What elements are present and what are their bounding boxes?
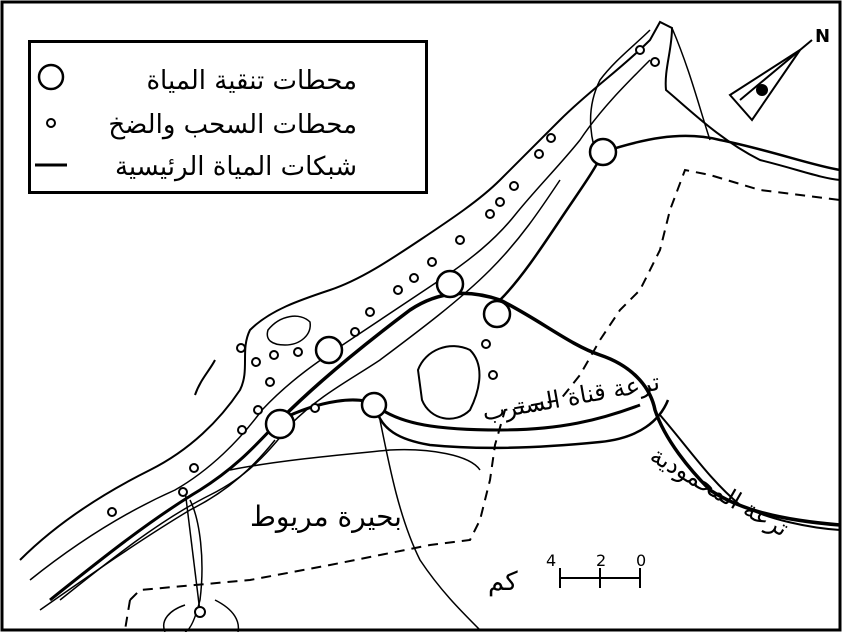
legend-label-network: شبكات المياة الرئيسية [114,152,357,182]
station-small [194,606,206,618]
scale-unit: كم [488,567,518,597]
legend-label-pumping: محطات السحب والضخ [108,110,357,140]
coastline-outer [19,20,841,561]
network-main-4 [602,134,841,172]
line-icon [35,163,67,167]
station-small [650,57,660,67]
station-small [310,403,320,413]
pumping-stations [107,45,660,618]
station-small [534,149,544,159]
urban-boundary-bottom [124,599,131,631]
scale-tick-2: 2 [596,551,606,570]
station-small [365,307,375,317]
station-small [237,425,247,435]
lake-label: بحيرة مريوط [250,500,402,533]
station-small [509,181,519,191]
canal-line-1 [373,399,670,450]
station-small [269,350,279,360]
canal-mahmoudia-line [659,414,841,531]
station-small [350,327,360,337]
station-small [265,377,275,387]
station-small [481,339,491,349]
station-small [251,357,261,367]
lake-outline [184,448,481,632]
station-small [236,343,246,353]
scale-bar [559,568,641,588]
legend: محطات تنقية المياة محطات السحب والضخ شبك… [28,40,428,194]
station-small [635,45,645,55]
legend-row-purification: محطات تنقية المياة [31,61,425,101]
inner-basin [416,345,481,420]
legend-row-network: شبكات المياة الرئيسية [31,147,425,187]
station-small [293,347,303,357]
small-circle-icon [46,118,56,128]
coastline-inner [29,59,651,581]
scale-tick-4: 4 [546,551,556,570]
canal-line-2 [379,419,481,631]
bottom-pond [163,599,240,632]
scale-tick-0: 0 [636,551,646,570]
coast-band-1 [59,179,561,601]
right-coast [671,27,711,141]
station-small [427,257,437,267]
legend-row-pumping: محطات السحب والضخ [31,105,425,145]
purification-stations [264,137,618,440]
north-letter: N [815,26,830,47]
network-main-1 [49,398,641,602]
network-main-2 [278,291,841,527]
station-small [485,209,495,219]
station-small [189,463,199,473]
station-small [393,285,403,295]
station-small [178,487,188,497]
station-small [488,370,498,380]
station-large [435,269,465,299]
urban-boundary [129,168,841,601]
station-small [455,235,465,245]
station-small [495,197,505,207]
station-small [253,405,263,415]
legend-label-purification: محطات تنقية المياة [146,66,357,96]
station-large [314,335,344,365]
large-circle-icon [37,63,65,91]
west-notch [194,359,216,396]
station-large [264,408,296,440]
pipe-to-lake [184,489,201,613]
station-large [482,299,512,329]
station-large [360,391,388,419]
island [266,315,311,346]
north-arrow-icon [728,39,813,122]
station-small [409,273,419,283]
station-small [546,133,556,143]
station-large [588,137,618,167]
station-small [107,507,117,517]
network-main-3 [499,151,605,301]
